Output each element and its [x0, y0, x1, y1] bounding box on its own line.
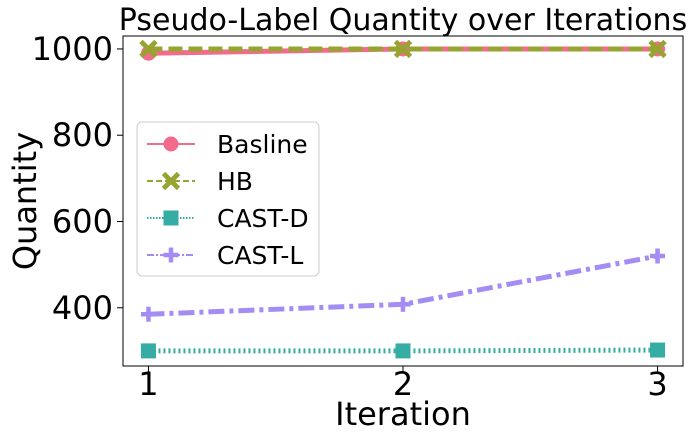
chart-title: Pseudo-Label Quantity over Iterations — [119, 3, 687, 38]
legend-item-cast-d: CAST-D — [147, 204, 309, 233]
x-axis-label: Iteration — [335, 395, 471, 433]
data-point-cast-d — [395, 343, 411, 359]
legend-label-basline: Basline — [217, 130, 308, 159]
data-point-hb-stroke — [648, 39, 667, 59]
data-point-hb — [139, 39, 158, 59]
series-cast-d — [140, 342, 666, 359]
y-axis-label: Quantity — [6, 132, 44, 270]
data-point-cast-l — [395, 296, 411, 312]
y-tick-label: 800 — [52, 116, 113, 154]
legend-marker-hb-stroke — [161, 171, 181, 191]
y-tick-label: 600 — [52, 202, 113, 240]
data-point-hb — [648, 39, 667, 59]
series-layer — [139, 39, 667, 359]
data-point-cast-d — [140, 343, 156, 359]
legend-label-cast-d: CAST-D — [217, 204, 309, 233]
data-point-cast-l — [140, 306, 156, 322]
x-tick-label: 2 — [393, 365, 413, 403]
legend-marker-cast-l — [163, 247, 179, 263]
axes: 1 2 3 400 600 800 1000 — [32, 30, 684, 403]
y-tick-label: 400 — [52, 289, 113, 327]
legend-item-cast-l: CAST-L — [147, 241, 303, 270]
data-point-hb-stroke — [139, 39, 158, 59]
data-point-cast-d — [650, 342, 666, 358]
legend-marker-hb — [161, 171, 181, 191]
legend-label-cast-l: CAST-L — [217, 241, 303, 270]
legend-label-hb: HB — [217, 167, 253, 196]
legend-box — [136, 121, 320, 277]
data-point-hb-stroke — [393, 39, 413, 59]
data-point-hb — [393, 39, 413, 59]
legend-item-hb: HB — [147, 167, 253, 196]
series-cast-l — [140, 248, 666, 322]
y-tick-label: 1000 — [32, 30, 113, 68]
data-point-cast-l — [650, 248, 666, 264]
legend-marker-cast-d — [163, 210, 179, 226]
x-tick-label: 3 — [647, 365, 667, 403]
legend-marker-basline — [163, 136, 179, 152]
x-tick-label: 1 — [138, 365, 158, 403]
legend-item-basline: Basline — [147, 130, 308, 159]
series-hb — [139, 39, 667, 59]
